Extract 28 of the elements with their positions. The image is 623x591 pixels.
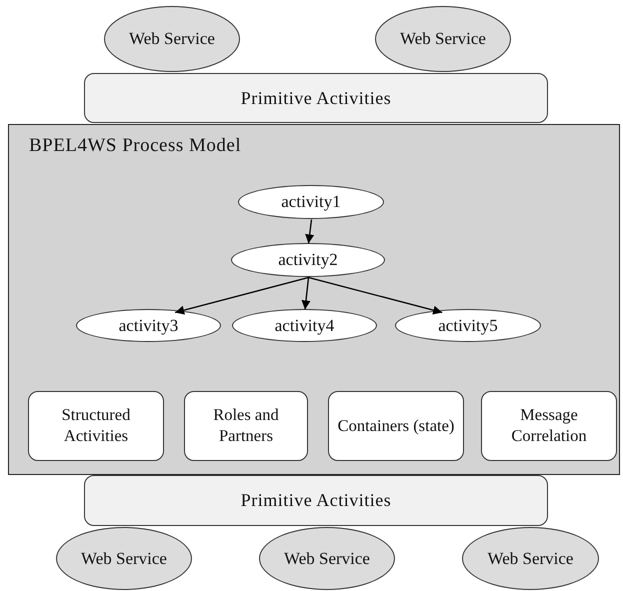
node-label: Primitive Activities — [240, 490, 392, 511]
node-label: Web Service — [81, 548, 167, 568]
arrow — [174, 276, 309, 315]
node-label: Web Service — [488, 548, 574, 568]
arrow — [305, 219, 314, 244]
component-box — [184, 391, 308, 461]
arrow — [308, 276, 442, 315]
node-label: Structured Activities — [60, 405, 132, 447]
arrow — [301, 277, 310, 310]
node-label: Primitive Activities — [240, 88, 392, 108]
node-label: activity3 — [118, 316, 178, 336]
node-label: activity5 — [438, 316, 498, 336]
node-label: Message Correlation — [510, 405, 588, 447]
node-label: Roles and Partners — [212, 405, 280, 447]
node-label: Web Service — [129, 29, 215, 49]
component-box — [28, 391, 164, 461]
node-label: Web Service — [400, 29, 486, 49]
node-label: activity1 — [281, 192, 341, 212]
layer-band — [84, 475, 548, 526]
node-label: Containers (state) — [338, 416, 454, 436]
panel-title: BPEL4WS Process Model — [29, 135, 242, 157]
process-model-panel — [8, 124, 620, 475]
component-box — [328, 391, 464, 461]
component-box — [481, 391, 617, 461]
node-label: activity2 — [278, 250, 338, 270]
node-label: Web Service — [284, 548, 370, 568]
node-label: activity4 — [274, 316, 334, 336]
layer-band — [84, 73, 548, 123]
